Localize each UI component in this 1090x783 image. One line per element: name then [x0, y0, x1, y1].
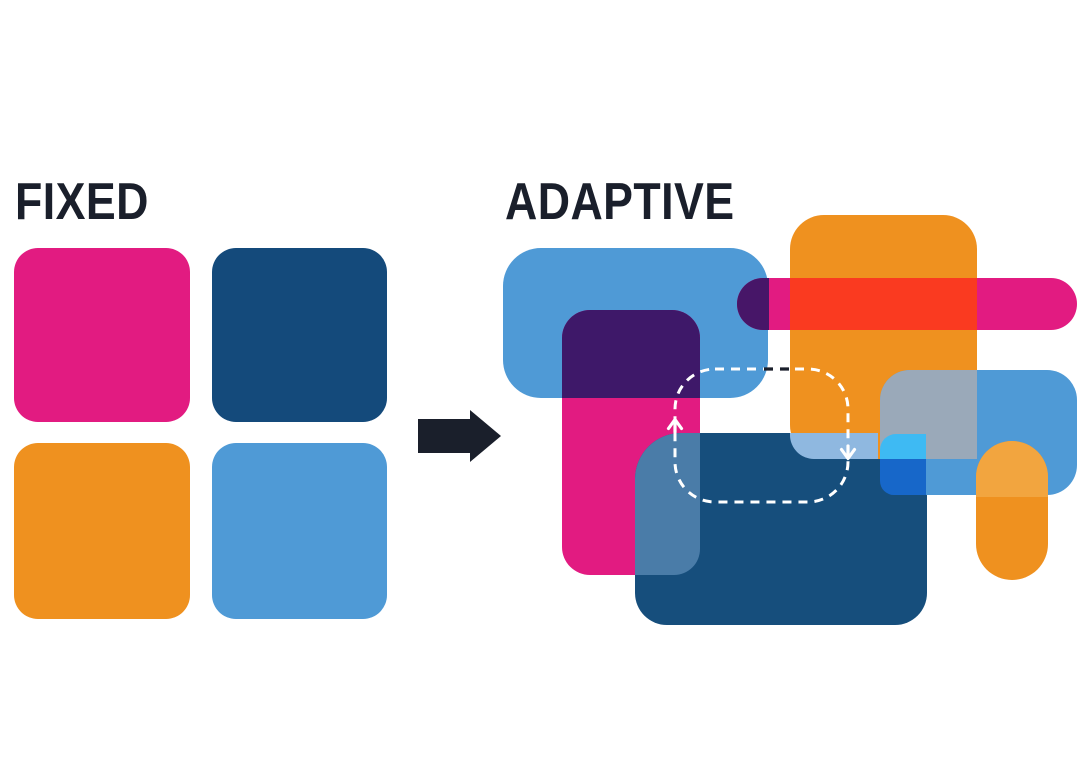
fixed-title: FIXED [15, 173, 149, 231]
overlap-navy-magenta-slate [635, 433, 700, 575]
fixed-square-magenta [14, 248, 190, 422]
overlap-orange-navy-periwinkle [790, 433, 878, 459]
overlap-bar-orange-red [790, 278, 977, 330]
arrow-right-head [470, 410, 501, 462]
fixed-square-orange [14, 443, 190, 619]
arrow-right-shaft [418, 419, 472, 453]
fixed-square-navy [212, 248, 387, 422]
overlap-blue-navy-deep-blue [880, 459, 926, 495]
overlap-blue-navy-cyan [880, 434, 926, 459]
overlap-pill-blue-orange-tint [976, 441, 1048, 497]
fixed-square-blue [212, 443, 387, 619]
overlap-magenta-blue-purple [562, 310, 700, 398]
adaptive-title: ADAPTIVE [505, 173, 735, 231]
